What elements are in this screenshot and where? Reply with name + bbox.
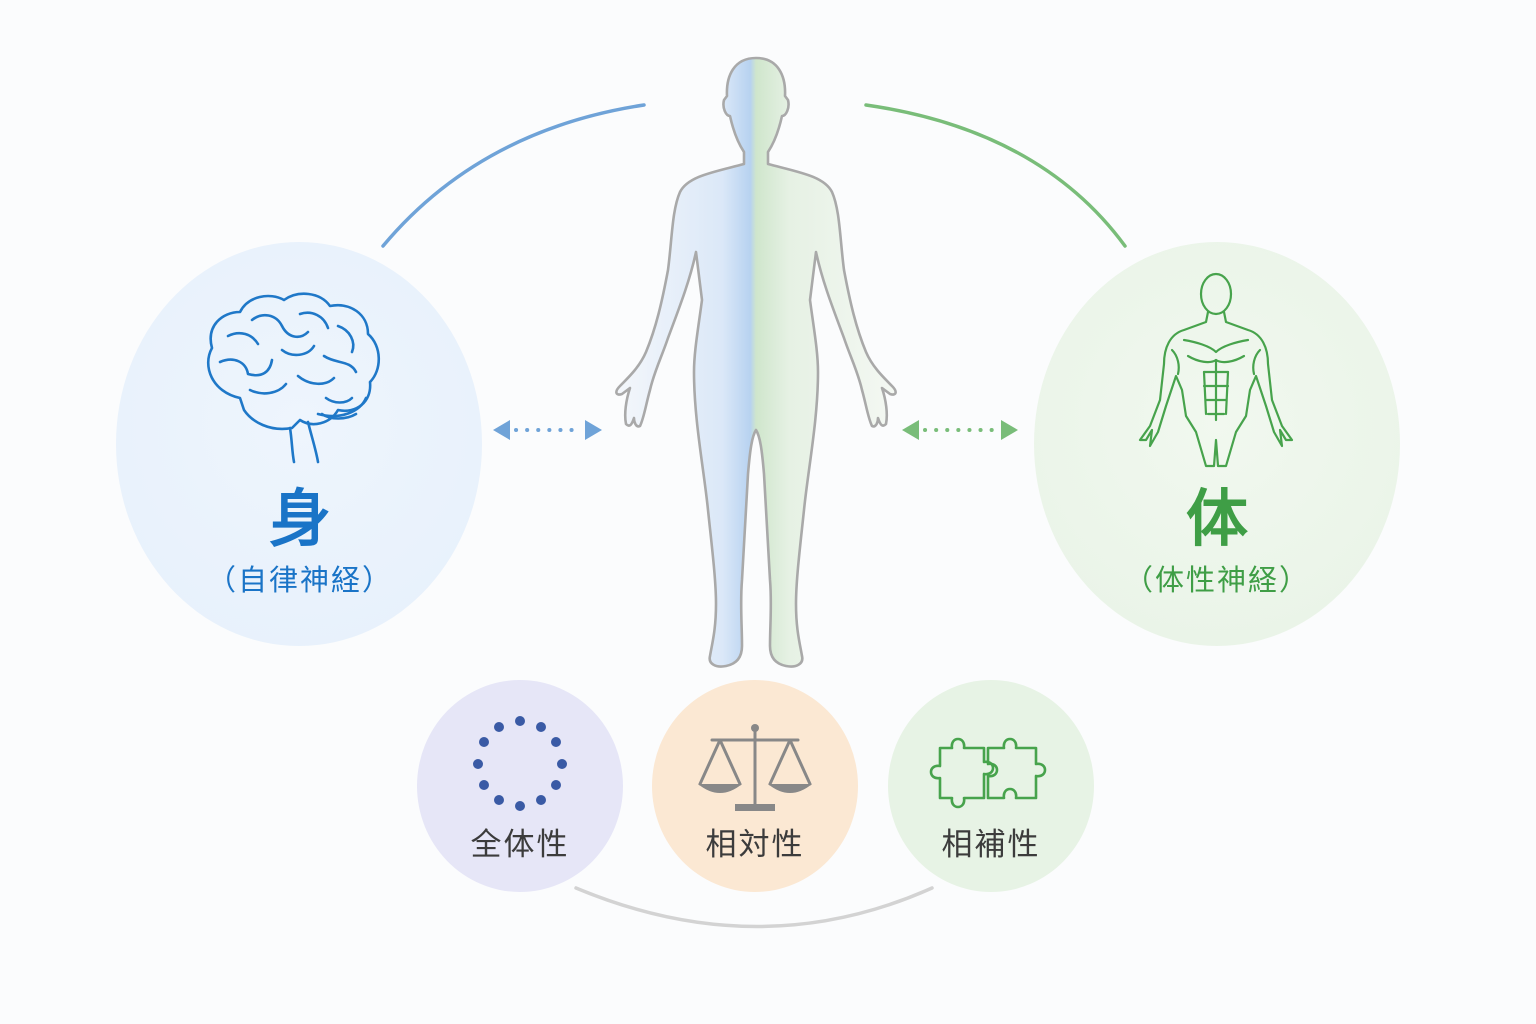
principle-soutai: 相対性 (652, 680, 858, 892)
body-outline (615, 56, 897, 668)
bottom-arc (574, 886, 934, 929)
dotted-circle-icon (473, 716, 567, 811)
top-right-arc (864, 103, 1127, 248)
right-subtitle: （体性神経） (1123, 563, 1310, 597)
left-subtitle: （自律神経） (206, 563, 393, 597)
principle-zentai: 全体性 (417, 680, 623, 892)
principle-label-soutai: 相対性 (705, 827, 805, 863)
right-double-arrow (902, 420, 1018, 440)
principle-souho: 相補性 (888, 680, 1094, 892)
right-title: 体 (1185, 482, 1248, 555)
top-left-arc (381, 103, 646, 248)
left-circle (116, 242, 482, 646)
left-double-arrow (493, 420, 602, 440)
puzzle-pieces-icon (929, 737, 1047, 809)
left-title: 身 (268, 482, 331, 555)
principle-label-zentai: 全体性 (470, 827, 570, 863)
balance-scale-icon (698, 724, 812, 811)
principle-label-souho: 相補性 (941, 827, 1041, 863)
